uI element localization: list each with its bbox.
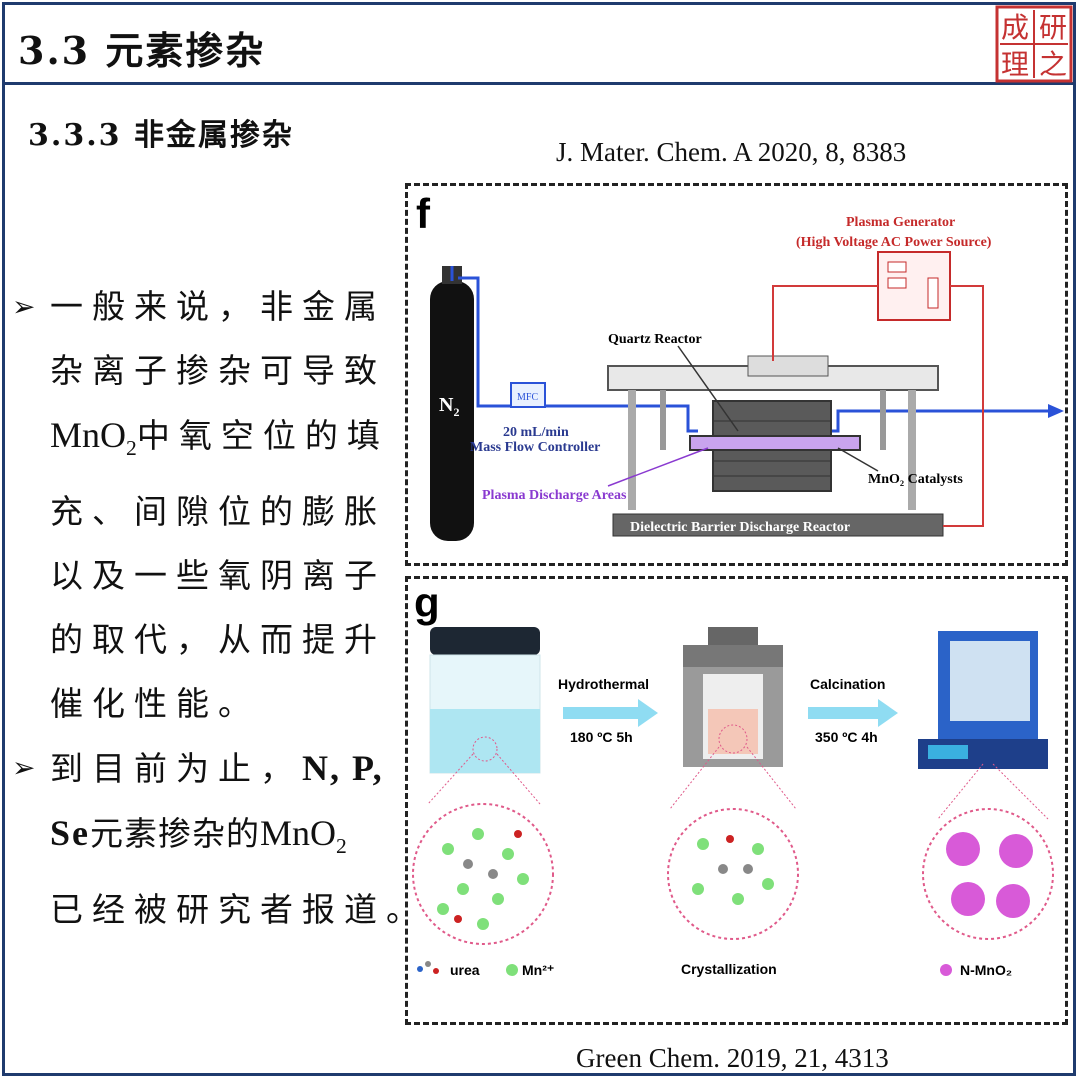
legend-mn-label: Mn²⁺ xyxy=(522,962,554,978)
bullet-1-line-1: 一般来说，非金属 xyxy=(50,287,386,326)
step-arrow-1 xyxy=(563,699,658,727)
bullet-2-line-1: 到目前为止，N, P, xyxy=(50,748,384,789)
section-subtitle: 3.3.3 非金属掺杂 xyxy=(28,118,294,153)
seal-logo: 成 研 理 之 xyxy=(995,5,1073,83)
hv-wire xyxy=(772,285,878,361)
bullet-list: ➢ 一般来说，非金属 杂离子掺杂可导致 MnO2中氧空位的填 充、间隙位的膨胀 … xyxy=(12,275,428,942)
crystallization-label: Crystallization xyxy=(681,961,777,977)
gas-pipe xyxy=(458,276,698,433)
svg-text:研: 研 xyxy=(1039,11,1067,44)
plasma-tube xyxy=(689,435,861,451)
bullet-2-line-3: 已经被研究者报道。 xyxy=(50,890,428,930)
precursor-molecules xyxy=(437,828,529,930)
step1-label: Hydrothermal xyxy=(558,676,649,692)
chem-formula: MnO2 xyxy=(50,415,137,461)
bullet-1-line-2: 杂离子掺杂可导致 xyxy=(50,351,386,390)
jar-lid xyxy=(430,627,540,655)
reference-top: J. Mater. Chem. A 2020, 8, 8383 xyxy=(556,137,907,167)
zoom-circle-crystallization xyxy=(667,808,799,940)
product-particles xyxy=(946,832,1033,918)
step2-label: Calcination xyxy=(810,676,885,692)
figure-g-panel: g Hydrothermal 180 ºC 5h xyxy=(405,576,1068,1025)
figure-f-panel: f N2 MFC 20 mL/min Mass Flow Controller … xyxy=(405,183,1068,566)
gas-label: N2 xyxy=(439,394,459,419)
synthesis-diagram: g Hydrothermal 180 ºC 5h xyxy=(412,579,1054,978)
bullet-1-line-4: 充、间隙位的膨胀 xyxy=(50,492,386,532)
plasma-generator-subtitle: (High Voltage AC Power Source) xyxy=(796,235,992,250)
legend-product-icon xyxy=(940,964,952,976)
quartz-reactor-label: Quartz Reactor xyxy=(608,332,702,347)
bullet-1-line-3: MnO2中氧空位的填 xyxy=(50,415,389,461)
arrow-bullet-icon: ➢ xyxy=(12,290,36,323)
panel-letter-f: f xyxy=(416,190,431,237)
svg-text:之: 之 xyxy=(1039,48,1067,81)
bullet-2-line-2: Se元素掺杂的MnO2 xyxy=(50,813,347,859)
gas-cylinder xyxy=(430,281,474,541)
flow-rate-label: 20 mL/min xyxy=(503,425,569,440)
catalyst-label: MnO₂ Catalysts xyxy=(868,472,963,487)
arrow-bullet-icon: ➢ xyxy=(12,751,36,785)
plasma-generator-title: Plasma Generator xyxy=(846,215,955,230)
discharge-label: Plasma Discharge Areas xyxy=(482,488,627,503)
title-bar: 3.3 元素掺杂 xyxy=(2,2,1076,85)
svg-text:理: 理 xyxy=(1001,48,1029,81)
legend-urea-icon xyxy=(417,961,439,974)
outlet-arrow-icon xyxy=(1048,404,1064,418)
svg-text:成: 成 xyxy=(1001,11,1029,44)
crystal-molecules xyxy=(692,835,774,905)
slide-title: 3.3 元素掺杂 xyxy=(18,28,266,73)
base-label: Dielectric Barrier Discharge Reactor xyxy=(630,520,850,535)
mfc-name-label: Mass Flow Controller xyxy=(470,440,600,455)
autoclave-lid xyxy=(683,645,783,667)
reference-bottom: Green Chem. 2019, 21, 4313 xyxy=(576,1043,889,1073)
bullet-1-line-5: 以及一些氧阴离子 xyxy=(50,556,386,596)
bullet-1-line-6: 的取代，从而提升 xyxy=(50,620,386,660)
legend-mn-icon xyxy=(506,964,518,976)
bullet-item-2: ➢ 到目前为止，N, P, Se元素掺杂的MnO2 已经被研究者报道。 xyxy=(12,736,428,942)
zoom-circle-product xyxy=(922,808,1054,940)
dbd-reactor-diagram: f N2 MFC 20 mL/min Mass Flow Controller … xyxy=(416,190,1064,541)
panel-letter-g: g xyxy=(414,579,440,626)
mfc-box xyxy=(510,382,546,408)
legend-product-label: N-MnO₂ xyxy=(960,962,1012,978)
legend-urea-label: urea xyxy=(450,962,480,978)
step-arrow-2 xyxy=(808,699,898,727)
svg-text:MFC: MFC xyxy=(517,392,538,403)
step1-condition: 180 ºC 5h xyxy=(570,729,633,745)
step2-condition: 350 ºC 4h xyxy=(815,729,878,745)
bullet-1-line-7: 催化性能。 xyxy=(50,684,260,724)
bullet-item-1: ➢ 一般来说，非金属 杂离子掺杂可导致 MnO2中氧空位的填 充、间隙位的膨胀 … xyxy=(12,275,392,736)
